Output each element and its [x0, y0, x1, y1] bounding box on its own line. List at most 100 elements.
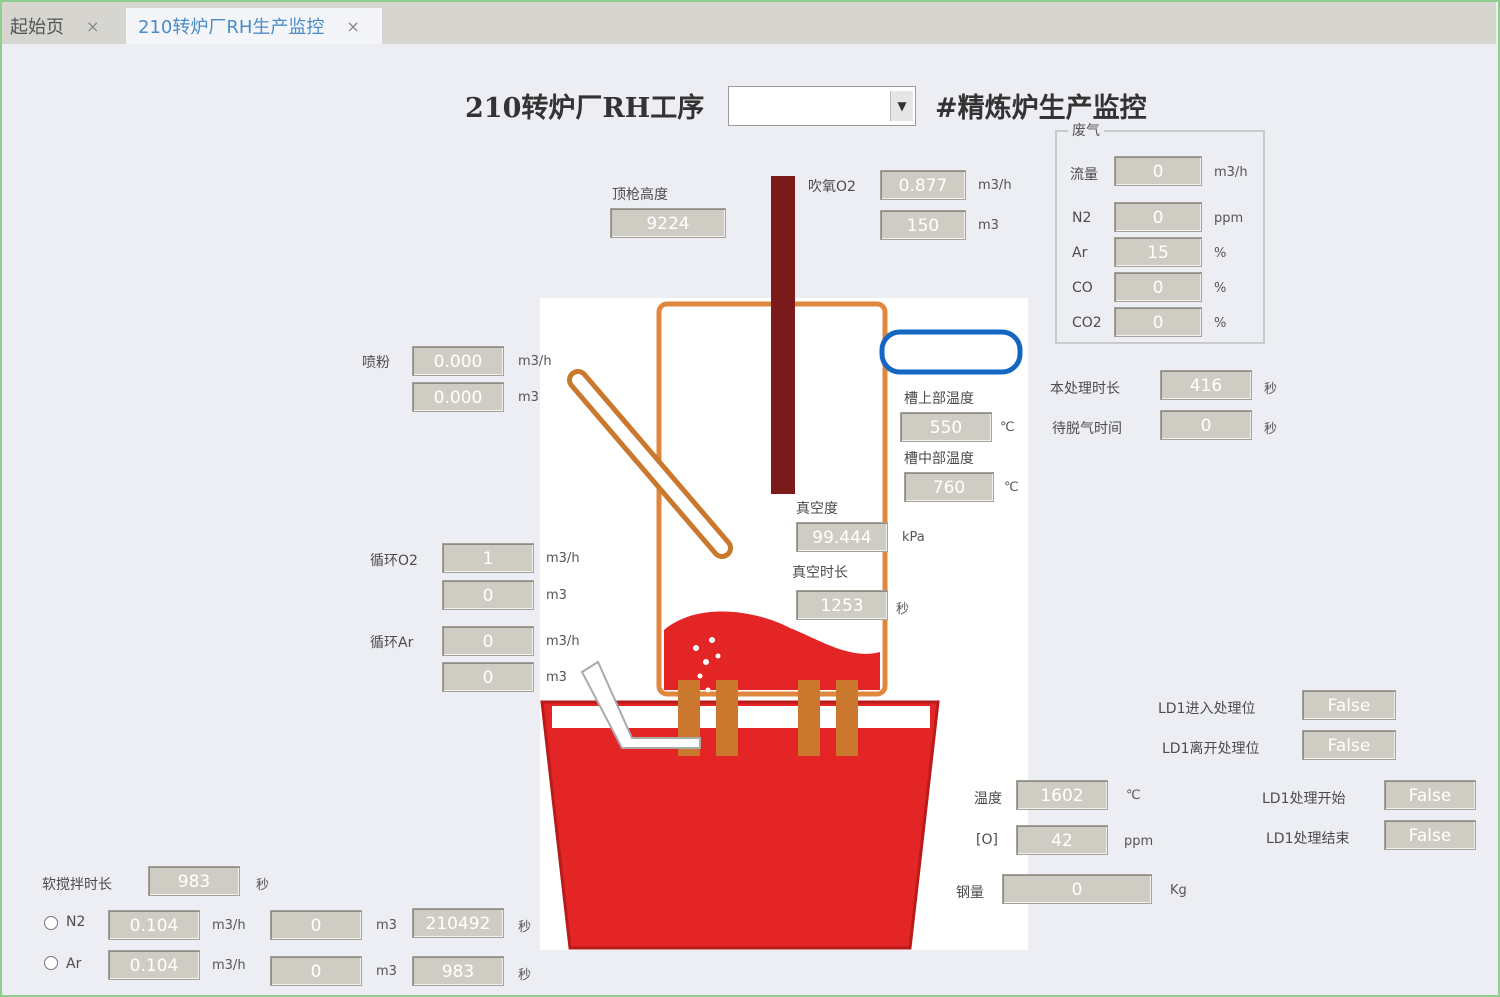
- ar-total-unit: m3: [376, 964, 397, 979]
- offgas-co2-unit: %: [1214, 316, 1227, 331]
- treatment-time-label: 本处理时长: [1050, 381, 1120, 397]
- mid-temp-label: 槽中部温度: [904, 451, 974, 467]
- offgas-n2-value: 0: [1114, 202, 1202, 232]
- lift-o2-flow-unit: m3/h: [546, 551, 580, 566]
- page-title-suffix: #精炼炉生产监控: [935, 93, 1147, 124]
- offgas-ar-label: Ar: [1072, 245, 1088, 261]
- treatment-time-value: 416: [1160, 370, 1252, 400]
- oxygen-activity-label: [O]: [976, 832, 998, 848]
- lift-o2-total-unit: m3: [546, 588, 567, 603]
- vacuum-time-unit: 秒: [896, 602, 910, 617]
- mid-temp-unit: ℃: [1004, 480, 1019, 495]
- vacuum-unit: kPa: [902, 530, 925, 545]
- vacuum-value: 99.444: [796, 522, 888, 552]
- powder-label: 喷粉: [362, 355, 390, 371]
- page-title-prefix: 210转炉厂RH工序: [465, 93, 705, 124]
- lift-o2-total-value: 0: [442, 580, 534, 610]
- o2-flow-unit: m3/h: [978, 178, 1012, 193]
- exhaust-pipe: [879, 329, 1023, 375]
- lance-height-label: 顶枪高度: [612, 187, 668, 203]
- ladle-leave-label: LD1离开处理位: [1162, 741, 1260, 757]
- lance-height-value: 9224: [610, 208, 726, 238]
- degas-wait-unit: 秒: [1264, 422, 1278, 437]
- offgas-flow-value: 0: [1114, 156, 1202, 186]
- chevron-down-icon[interactable]: ▼: [890, 91, 913, 121]
- oxygen-activity-value: 42: [1016, 825, 1108, 855]
- soft-stir-label: 软搅拌时长: [42, 877, 112, 893]
- ladle: [540, 700, 940, 950]
- o2-label: 吹氧O2: [808, 179, 856, 195]
- ladle-leave-value: False: [1302, 730, 1396, 760]
- steel-temp-label: 温度: [974, 791, 1002, 807]
- ar-radio[interactable]: [44, 956, 58, 970]
- process-end-label: LD1处理结束: [1266, 831, 1350, 847]
- lift-ar-total-unit: m3: [546, 670, 567, 685]
- steel-temp-unit: ℃: [1126, 788, 1141, 803]
- upper-temp-value: 550: [900, 412, 992, 442]
- o2-total-value: 150: [880, 210, 966, 240]
- offgas-n2-label: N2: [1072, 210, 1092, 226]
- lift-ar-flow-value: 0: [442, 626, 534, 656]
- furnace-select[interactable]: ▼: [728, 86, 916, 126]
- offgas-flow-unit: m3/h: [1214, 165, 1248, 180]
- soft-stir-unit: 秒: [256, 878, 270, 893]
- mid-temp-value: 760: [904, 472, 994, 502]
- lift-ar-total-value: 0: [442, 662, 534, 692]
- n2-time-value: 210492: [412, 908, 504, 938]
- steel-weight-unit: Kg: [1170, 883, 1187, 898]
- n2-flow-unit: m3/h: [212, 918, 246, 933]
- steel-weight-value: 0: [1002, 874, 1152, 904]
- tab-start-page[interactable]: 起始页 ×: [10, 8, 120, 44]
- offgas-n2-unit: ppm: [1214, 211, 1244, 226]
- offgas-co2-label: CO2: [1072, 315, 1102, 331]
- ladle-enter-label: LD1进入处理位: [1158, 701, 1256, 717]
- offgas-legend: 废气: [1068, 120, 1104, 140]
- n2-radio[interactable]: [44, 916, 58, 930]
- n2-flow-value: 0.104: [108, 910, 200, 940]
- o2-flow-value: 0.877: [880, 170, 966, 200]
- soft-stir-value: 983: [148, 866, 240, 896]
- vacuum-time-label: 真空时长: [792, 565, 848, 581]
- ar-total-value: 0: [270, 956, 362, 986]
- gas-bubbles: [693, 637, 721, 728]
- tab-bar: 起始页 × 210转炉厂RH生产监控 ×: [2, 2, 1496, 44]
- upper-temp-unit: ℃: [1000, 420, 1015, 435]
- offgas-co-label: CO: [1072, 280, 1093, 296]
- lift-o2-flow-value: 1: [442, 543, 534, 573]
- n2-total-value: 0: [270, 910, 362, 940]
- snorkel-down-left: [798, 680, 820, 756]
- process-start-value: False: [1384, 780, 1476, 810]
- ar-label: Ar: [66, 956, 82, 972]
- offgas-co2-value: 0: [1114, 307, 1202, 337]
- ar-flow-unit: m3/h: [212, 958, 246, 973]
- n2-total-unit: m3: [376, 918, 397, 933]
- offgas-group: [1055, 130, 1265, 344]
- offgas-flow-label: 流量: [1070, 167, 1098, 183]
- offgas-co-value: 0: [1114, 272, 1202, 302]
- close-icon[interactable]: ×: [86, 16, 100, 36]
- o2-total-unit: m3: [978, 218, 999, 233]
- upper-temp-label: 槽上部温度: [904, 391, 974, 407]
- lift-ar-label: 循环Ar: [370, 635, 414, 651]
- n2-label: N2: [66, 914, 86, 930]
- lift-ar-flow-unit: m3/h: [546, 634, 580, 649]
- vacuum-label: 真空度: [796, 501, 838, 517]
- oxygen-activity-unit: ppm: [1124, 834, 1154, 849]
- process-end-value: False: [1384, 820, 1476, 850]
- offgas-co-unit: %: [1214, 281, 1227, 296]
- vessel-steel: [664, 611, 880, 690]
- n2-time-unit: 秒: [518, 920, 532, 935]
- powder-total-unit: m3: [518, 390, 539, 405]
- offgas-ar-value: 15: [1114, 237, 1202, 267]
- close-icon[interactable]: ×: [346, 16, 360, 36]
- treatment-time-unit: 秒: [1264, 382, 1278, 397]
- tab-rh-monitor[interactable]: 210转炉厂RH生产监控 ×: [126, 8, 382, 44]
- powder-total-value: 0.000: [412, 382, 504, 412]
- ar-flow-value: 0.104: [108, 950, 200, 980]
- powder-flow-value: 0.000: [412, 346, 504, 376]
- offgas-ar-unit: %: [1214, 246, 1227, 261]
- lift-o2-label: 循环O2: [370, 553, 418, 569]
- ar-time-value: 983: [412, 956, 504, 986]
